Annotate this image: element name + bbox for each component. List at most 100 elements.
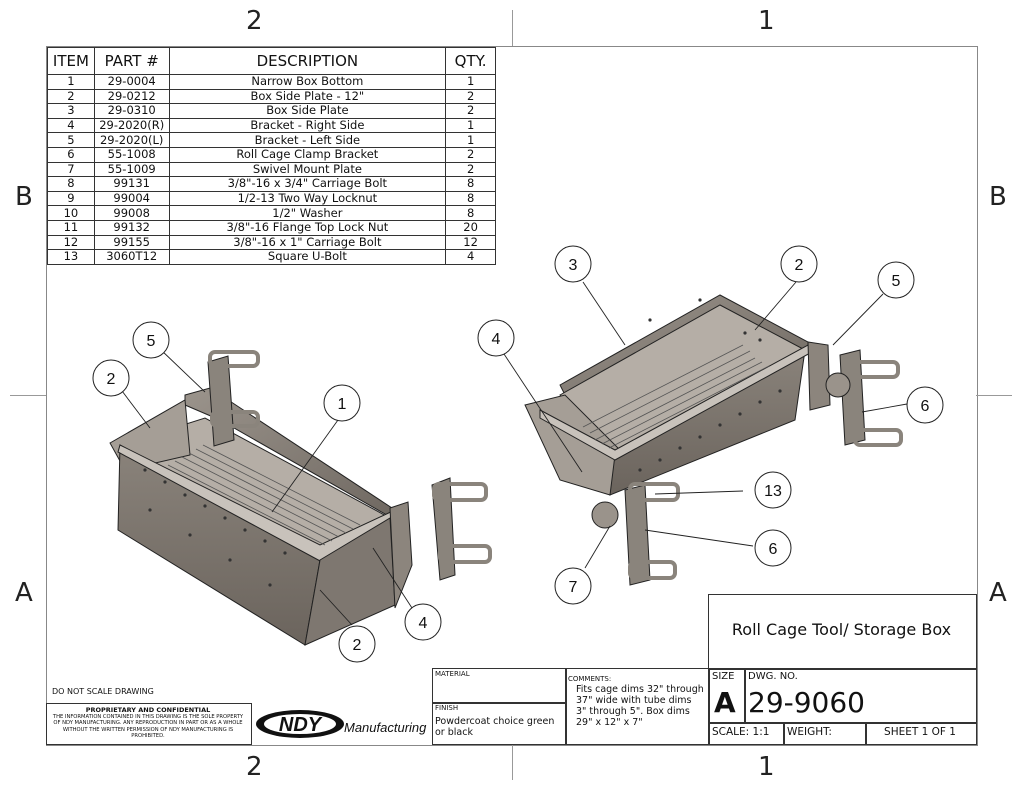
- size-cell: [708, 668, 746, 724]
- balloon: 5: [877, 261, 915, 299]
- do-not-scale-note: DO NOT SCALE DRAWING: [52, 687, 154, 696]
- right-ubolt: [628, 482, 680, 502]
- bom-header-cell: PART #: [93, 47, 170, 75]
- bom-item-cell: 13: [47, 249, 95, 265]
- logo-text: NDY: [279, 714, 323, 736]
- finish-value: Powdercoat choice green or black: [435, 716, 555, 738]
- bom-qty-cell: 2: [445, 146, 496, 163]
- bom-description-cell: 3/8"-16 x 1" Carriage Bolt: [168, 234, 447, 251]
- weight-cell: [783, 722, 867, 745]
- bom-header-row: ITEM PART # DESCRIPTION QTY.: [47, 47, 496, 75]
- company-logo: NDY Manufacturing: [252, 704, 434, 744]
- size-label: SIZE: [712, 671, 735, 682]
- balloon-number: 13: [764, 483, 782, 500]
- balloon: 2: [338, 625, 376, 663]
- material-cell: [432, 668, 567, 704]
- balloon-number: 2: [353, 637, 362, 654]
- bom-header-cell: DESCRIPTION: [168, 47, 447, 75]
- zone-label: 2: [246, 6, 263, 36]
- zone-label: B: [989, 182, 1007, 212]
- balloon-number: 5: [147, 333, 156, 350]
- balloon-leaders: [118, 281, 908, 626]
- balloon-number: 7: [569, 579, 578, 596]
- right-ubolt: [628, 560, 677, 580]
- dwg-no-cell: [744, 668, 977, 724]
- balloon: 13: [754, 471, 792, 509]
- balloon-number: 6: [769, 541, 778, 558]
- zone-label: 1: [758, 6, 775, 36]
- balloon: 6: [754, 529, 792, 567]
- zone-label: 2: [246, 752, 263, 782]
- bom-qty-cell: 20: [445, 219, 496, 236]
- bom-description-cell: 1/2-13 Two Way Locknut: [168, 190, 447, 207]
- left-ubolt: [432, 482, 488, 502]
- balloon-number: 6: [921, 398, 930, 415]
- bom-part-cell: 99131: [93, 176, 170, 192]
- right-box-slots: [582, 344, 770, 449]
- zone-divider-right: [976, 395, 1012, 396]
- bom-qty-cell: 4: [445, 249, 496, 265]
- bom-description-cell: Narrow Box Bottom: [168, 74, 447, 90]
- zone-divider-left: [10, 395, 46, 396]
- right-balloons: 3 2 5 4 6 13 6 7: [477, 245, 944, 605]
- left-ubolt: [210, 410, 260, 428]
- proprietary-heading: PROPRIETARY AND CONFIDENTIAL: [85, 706, 211, 714]
- right-swivel-plate: [825, 372, 851, 398]
- logo-suffix: Manufacturing: [344, 720, 427, 735]
- weight-text: WEIGHT:: [787, 726, 832, 738]
- comments-value: Fits cage dims 32" through 37" wide with…: [576, 684, 704, 728]
- zone-label: B: [15, 182, 33, 212]
- proprietary-cell: [46, 703, 252, 745]
- bom-header-cell: ITEM: [47, 47, 95, 75]
- finish-cell: [432, 702, 567, 745]
- left-box-holes: [143, 468, 287, 587]
- comments-label: COMMENTS:: [568, 675, 612, 683]
- balloon: 1: [323, 384, 361, 422]
- balloon-number: 1: [338, 396, 347, 413]
- balloon: 2: [92, 359, 130, 397]
- proprietary-text: THE INFORMATION CONTAINED IN THIS DRAWIN…: [52, 714, 244, 740]
- zone-divider-bottom: [512, 744, 513, 780]
- balloon-number: 2: [107, 371, 116, 388]
- balloon-number: 4: [419, 615, 428, 632]
- bom-description-cell: 1/2" Washer: [168, 205, 447, 221]
- bom-description-cell: Square U-Bolt: [168, 249, 447, 265]
- left-ubolt: [208, 350, 260, 368]
- balloon-number: 3: [569, 257, 578, 274]
- left-clamp-bracket-front: [431, 477, 456, 581]
- left-bracket-plate: [389, 501, 413, 609]
- balloon: 5: [132, 321, 170, 359]
- zone-label: A: [15, 578, 33, 608]
- right-bracket-plate: [807, 341, 831, 411]
- bom-part-cell: 29-0004: [93, 74, 170, 90]
- bom-part-cell: 3060T12: [93, 249, 170, 265]
- comments-cell: [565, 668, 710, 745]
- bom-description-cell: Box Side Plate: [168, 103, 447, 119]
- right-ubolt: [853, 428, 903, 447]
- bom-part-cell: 99155: [93, 234, 170, 251]
- balloon-number: 2: [795, 257, 804, 274]
- size-value: A: [714, 686, 736, 719]
- bom-description-cell: Bracket - Right Side: [168, 117, 447, 134]
- balloon-number: 4: [492, 331, 501, 348]
- balloon: 3: [554, 245, 592, 283]
- right-front-swivel-plate: [591, 501, 619, 529]
- right-box-holes: [638, 298, 782, 472]
- dwg-no-label: DWG. NO.: [748, 671, 798, 682]
- bom-part-cell: 55-1008: [93, 146, 170, 163]
- left-balloons: 5 2 1 2 4: [92, 321, 442, 663]
- bom-header-cell: QTY.: [445, 47, 496, 75]
- zone-divider-top: [512, 10, 513, 46]
- right-isometric-view: [524, 294, 903, 586]
